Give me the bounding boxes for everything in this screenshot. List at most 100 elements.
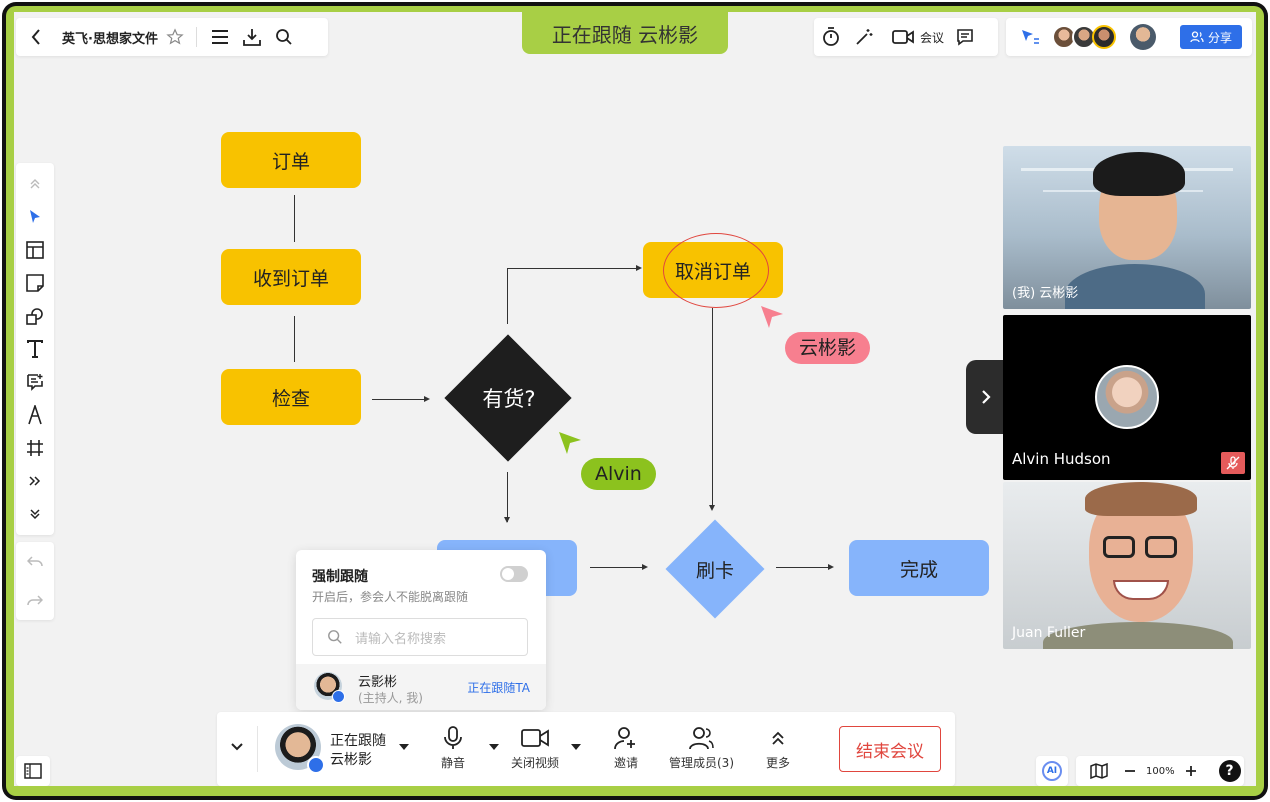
magic-wand-icon[interactable] xyxy=(854,27,874,47)
caret-down-icon[interactable] xyxy=(489,744,499,750)
ai-icon: AI xyxy=(1042,761,1062,781)
highlight-circle xyxy=(663,233,769,308)
zoom-toolbar: 100% ? xyxy=(1076,756,1244,786)
connector xyxy=(712,308,713,508)
share-button[interactable]: 分享 xyxy=(1180,25,1242,49)
more-button[interactable]: 更多 xyxy=(766,726,790,771)
microphone-icon xyxy=(444,726,462,750)
frame-icon[interactable] xyxy=(16,431,54,464)
avatar xyxy=(1072,25,1096,49)
follow-panel-title: 强制跟随 xyxy=(312,569,368,585)
node-done[interactable]: 完成 xyxy=(849,540,989,596)
collapse-down-icon[interactable] xyxy=(16,497,54,530)
more-tools-icon[interactable] xyxy=(16,464,54,497)
comment-icon[interactable] xyxy=(956,28,974,46)
connector xyxy=(372,399,428,400)
divider xyxy=(257,726,258,772)
node-received-order[interactable]: 收到订单 xyxy=(221,249,361,305)
template-icon[interactable] xyxy=(16,233,54,266)
comment-add-icon[interactable] xyxy=(16,365,54,398)
member-follow-status[interactable]: 正在跟随TA xyxy=(467,681,530,695)
member-search-input[interactable]: 请输入名称搜索 xyxy=(312,618,528,656)
node-check[interactable]: 检查 xyxy=(221,369,361,425)
text-icon[interactable] xyxy=(16,332,54,365)
video-tile-self[interactable]: (我) 云彬影 xyxy=(1003,146,1251,309)
menu-icon[interactable] xyxy=(211,29,229,45)
back-icon[interactable] xyxy=(30,28,42,46)
node-swipe-label: 刷卡 xyxy=(695,559,734,582)
node-in-stock-label: 有货? xyxy=(482,387,536,411)
follow-panel: 强制跟随 开启后，参会人不能脱离跟随 请输入名称搜索 云影彬 (主持人, 我) … xyxy=(296,550,546,710)
select-cursor-icon[interactable] xyxy=(16,200,54,233)
video-panel-toggle[interactable] xyxy=(966,360,1006,434)
search-icon xyxy=(327,629,343,645)
members-icon xyxy=(688,726,715,750)
cursor-tag-green: Alvin xyxy=(581,458,656,490)
video-name-juan: Juan Fuller xyxy=(1012,625,1086,641)
caret-down-icon[interactable] xyxy=(571,744,581,750)
follow-mode-icon[interactable] xyxy=(1020,28,1040,46)
avatar xyxy=(1095,365,1159,429)
star-icon[interactable] xyxy=(166,28,184,46)
connector xyxy=(294,195,295,242)
pen-icon[interactable] xyxy=(16,398,54,431)
shapes-icon[interactable] xyxy=(16,299,54,332)
follow-status-line1: 正在跟随 xyxy=(330,733,386,749)
collapse-toolbar-icon[interactable] xyxy=(231,742,243,752)
timer-icon[interactable] xyxy=(822,27,840,47)
help-button[interactable]: ? xyxy=(1218,760,1241,782)
redo-icon[interactable] xyxy=(27,594,43,607)
connector xyxy=(776,567,830,568)
invite-button[interactable]: 邀请 xyxy=(614,726,638,771)
video-tile-alvin[interactable]: Alvin Hudson xyxy=(1003,315,1251,480)
video-name-self: (我) 云彬影 xyxy=(1012,286,1079,301)
connector xyxy=(294,316,295,362)
sticky-note-icon[interactable] xyxy=(16,266,54,299)
search-icon[interactable] xyxy=(275,28,293,46)
manage-members-button[interactable]: 管理成员(3) xyxy=(669,726,734,771)
connector-arrow xyxy=(709,505,715,511)
undo-icon[interactable] xyxy=(27,555,43,568)
connector-arrow xyxy=(636,265,642,271)
zoom-level[interactable]: 100% xyxy=(1146,765,1175,777)
download-icon[interactable] xyxy=(243,28,261,46)
node-order[interactable]: 订单 xyxy=(221,132,361,188)
connector xyxy=(507,268,508,324)
sidebar-toggle[interactable] xyxy=(16,756,50,786)
top-right-toolbar: 分享 xyxy=(1006,18,1252,56)
zoom-in-icon[interactable] xyxy=(1185,765,1197,777)
camera-icon xyxy=(521,726,549,750)
doc-title[interactable]: 英飞·思想家文件 xyxy=(62,31,158,47)
green-cursor-icon xyxy=(557,430,583,456)
meeting-toolbar: 正在跟随 云彬影 静音 关闭视频 邀请 xyxy=(217,712,955,786)
history-toolbar xyxy=(16,542,54,620)
video-meeting-icon[interactable] xyxy=(892,29,914,45)
connector xyxy=(590,567,644,568)
zoom-out-icon[interactable] xyxy=(1124,765,1136,777)
follow-status-line2: 云彬影 xyxy=(330,752,372,768)
collapse-up-icon[interactable] xyxy=(16,167,54,200)
end-meeting-button[interactable]: 结束会议 xyxy=(839,726,941,772)
users-icon xyxy=(1190,31,1204,43)
sidebar-icon xyxy=(24,763,42,779)
mute-button[interactable]: 静音 xyxy=(441,726,465,771)
ai-assistant-button[interactable]: AI xyxy=(1036,756,1068,786)
participant-avatars[interactable] xyxy=(1052,25,1116,49)
connector-arrow xyxy=(504,517,510,523)
meeting-label[interactable]: 会议 xyxy=(920,30,945,45)
self-avatar[interactable] xyxy=(1130,24,1156,50)
whiteboard-canvas[interactable]: 英飞·思想家文件 正在跟随 云彬影 会议 xyxy=(14,12,1256,786)
force-follow-toggle[interactable] xyxy=(500,566,528,582)
pink-cursor-icon xyxy=(759,304,785,330)
member-name: 云影彬 xyxy=(358,675,398,690)
member-row[interactable]: 云影彬 (主持人, 我) 正在跟随TA xyxy=(296,664,546,710)
connector-arrow xyxy=(424,396,430,402)
connector-arrow xyxy=(642,564,648,570)
member-role: (主持人, 我) xyxy=(358,691,423,705)
video-tile-juan[interactable]: Juan Fuller xyxy=(1003,482,1251,649)
avatar xyxy=(1092,25,1116,49)
caret-down-icon[interactable] xyxy=(399,744,409,750)
cursor-tag-pink: 云彬影 xyxy=(785,332,871,364)
video-off-button[interactable]: 关闭视频 xyxy=(511,726,559,771)
minimap-icon[interactable] xyxy=(1090,763,1108,779)
